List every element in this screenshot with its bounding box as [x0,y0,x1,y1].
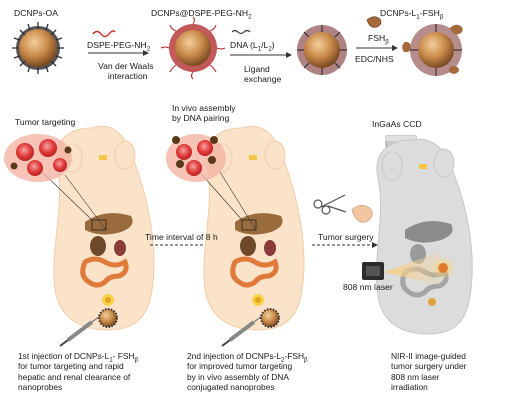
tumor-cluster-2 [166,134,226,182]
label-dcnps-dspe-peg: DCNPs@DSPE-PEG-NH2 [151,8,252,21]
label-dcnps-l1-fsh: DCNPs-L1-FSHβ [380,8,444,21]
tumor-cluster-1 [4,134,72,182]
caption-2: 2nd injection of DCNPs-L2-FSHβ for impro… [187,351,308,393]
label-tumor-targeting: Tumor targeting [15,117,76,127]
label-dcnps-oa: DCNPs-OA [14,8,58,18]
caption-1: 1st injection of DCNPs-L1- FSHβ for tumo… [18,351,139,393]
syringe-1-icon [59,308,118,347]
scissors-icon [313,194,347,215]
peg-linker-icon [92,30,116,38]
syringe-2-icon [221,308,280,347]
laser-device-icon [362,262,384,280]
dna-strand-icon [231,29,251,35]
arrow-step-2 [230,52,292,58]
fsh-protein-icon [366,16,382,28]
arrow-step-3 [356,45,398,51]
np-dcnps-l1-fsh [402,24,463,76]
label-808-laser: 808 nm laser [343,282,393,292]
np-dcnps-oa [12,22,64,74]
mouse-2-organs [230,213,283,306]
label-ingaas-ccd: InGaAs CCD [372,119,422,129]
np-dcnps-dna [297,25,347,75]
arrow-step-1 [88,50,149,56]
label-step3-mechanism: EDC/NHS [355,54,394,64]
label-step3-reagent: FSHβ [368,33,389,46]
excised-tumor-icon [351,205,373,223]
label-step2-mechanism: Ligand exchange [244,64,282,84]
label-in-vivo-assembly: In vivo assembly by DNA pairing [172,103,236,123]
label-tumor-surgery: Tumor surgery [318,232,374,242]
label-time-interval: Time interval of 8 h [145,232,218,242]
laser-beam [384,252,440,286]
label-step2-reagent: DNA (L1/L2) [230,40,275,53]
label-step1-mechanism: Van der Waals interaction [98,61,154,81]
mouse-1-organs [80,213,133,306]
dashed-arrow-surgery [312,242,378,248]
np-dcnps-dspe-peg [160,16,226,80]
label-step1-reagent: DSPE-PEG-NH2 [87,40,151,53]
caption-3: NIR-II image-guided tumor surgery under … [391,351,467,393]
